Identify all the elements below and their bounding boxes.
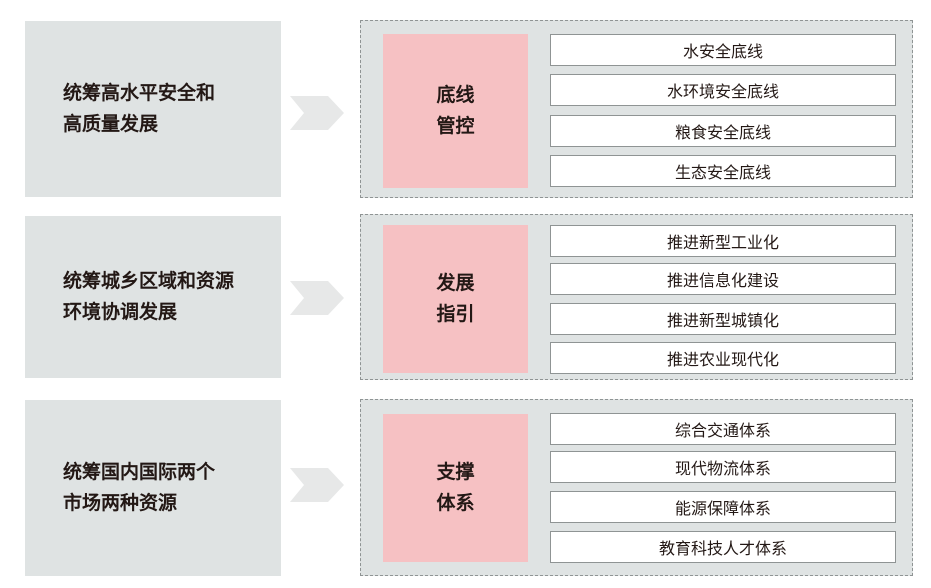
item-3-4: 教育科技人才体系: [550, 531, 896, 563]
item-3-3: 能源保障体系: [550, 491, 896, 523]
goal-box-2: 统筹城乡区域和资源 环境协调发展: [25, 216, 281, 378]
category-label-2: 发展 指引: [436, 272, 475, 325]
goal-box-3: 统筹国内国际两个 市场两种资源: [25, 400, 281, 576]
chevron-arrow-icon-1: [290, 96, 344, 130]
item-1-2: 水环境安全底线: [550, 74, 896, 106]
category-box-2: 发展 指引: [383, 225, 528, 373]
goal-label-1: 统筹高水平安全和 高质量发展: [63, 82, 216, 135]
chevron-arrow-icon-2: [290, 281, 344, 315]
panel-1: 底线 管控 水安全底线 水环境安全底线 粮食安全底线 生态安全底线: [360, 20, 913, 198]
goal-label-3: 统筹国内国际两个 市场两种资源: [63, 461, 216, 514]
item-1-4: 生态安全底线: [550, 155, 896, 187]
item-1-1: 水安全底线: [550, 34, 896, 66]
category-label-3: 支撑 体系: [436, 461, 475, 514]
chevron-arrow-icon-3: [290, 468, 344, 502]
item-2-1: 推进新型工业化: [550, 225, 896, 257]
item-2-2: 推进信息化建设: [550, 263, 896, 295]
goal-box-1: 统筹高水平安全和 高质量发展: [25, 21, 281, 197]
panel-2: 发展 指引 推进新型工业化 推进信息化建设 推进新型城镇化 推进农业现代化: [360, 214, 913, 380]
category-box-1: 底线 管控: [383, 34, 528, 188]
item-2-4: 推进农业现代化: [550, 342, 896, 374]
goal-label-2: 统筹城乡区域和资源 环境协调发展: [63, 270, 235, 323]
item-3-2: 现代物流体系: [550, 451, 896, 483]
category-box-3: 支撑 体系: [383, 414, 528, 562]
panel-3: 支撑 体系 综合交通体系 现代物流体系 能源保障体系 教育科技人才体系: [360, 399, 913, 576]
category-label-1: 底线 管控: [436, 84, 475, 137]
item-3-1: 综合交通体系: [550, 413, 896, 445]
item-2-3: 推进新型城镇化: [550, 303, 896, 335]
item-1-3: 粮食安全底线: [550, 115, 896, 147]
